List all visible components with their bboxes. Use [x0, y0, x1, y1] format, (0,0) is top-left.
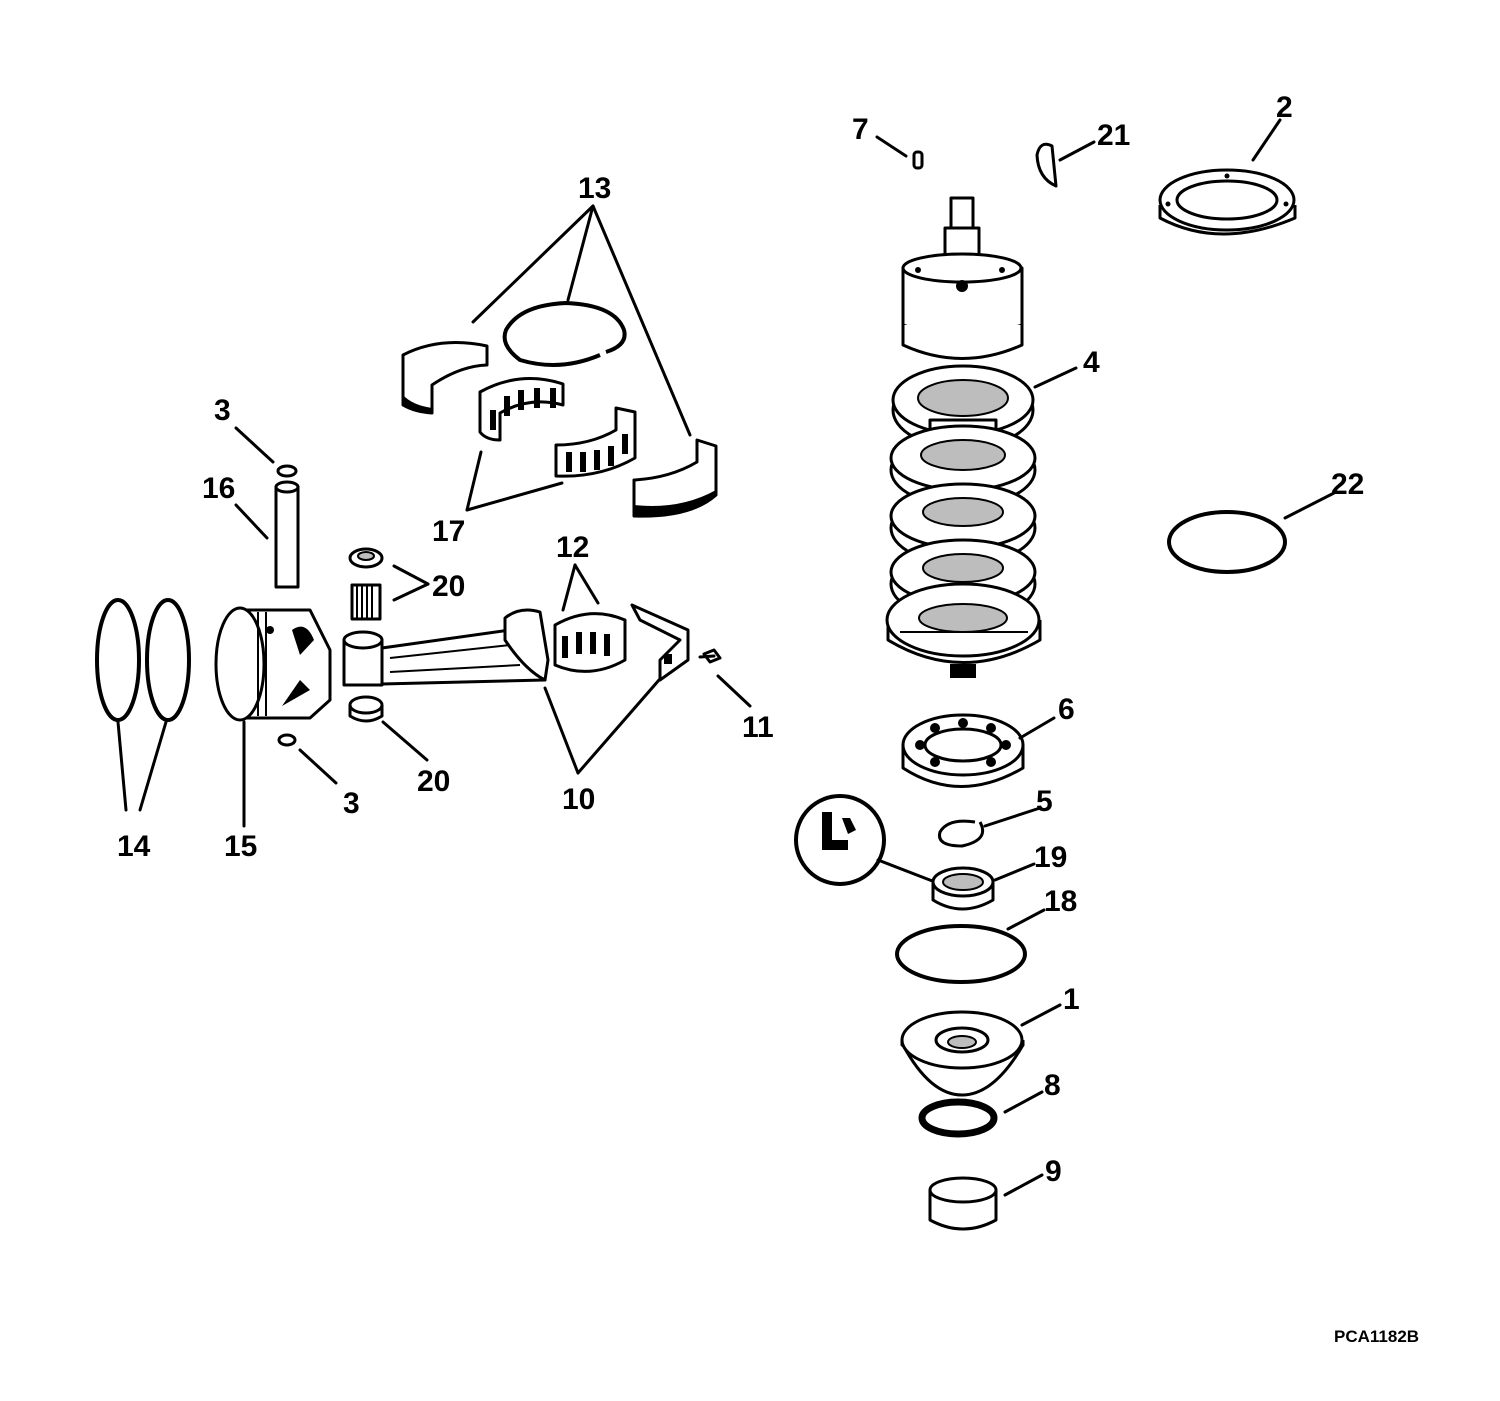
- part-11-screw: [698, 648, 722, 664]
- crankshaft: [885, 196, 1042, 678]
- part-5-retaining-ring: [937, 819, 985, 848]
- part-13-race-left: [401, 341, 489, 415]
- part-16-piston-pin: [274, 480, 300, 589]
- callout-22: 22: [1331, 468, 1364, 501]
- callout-4: 4: [1083, 346, 1100, 379]
- part-17-cage-left: [478, 377, 565, 442]
- part-17-cage-right: [554, 406, 637, 478]
- callout-12: 12: [556, 531, 589, 564]
- callout-20-bottom: 20: [417, 765, 450, 798]
- callout-1: 1: [1063, 983, 1080, 1016]
- callout-6: 6: [1058, 693, 1075, 726]
- leader-lines: [116, 118, 1336, 1197]
- part-14-ring-1: [95, 598, 141, 722]
- part-15-piston: [214, 606, 332, 722]
- part-18-o-ring: [895, 924, 1027, 984]
- drawing-code: PCA1182B: [1334, 1327, 1419, 1346]
- callout-20-top: 20: [432, 570, 465, 603]
- callout-16: 16: [202, 472, 235, 505]
- part-14-ring-2: [145, 598, 191, 722]
- part-8-seal: [918, 1098, 998, 1138]
- part-13-race-right: [632, 438, 718, 518]
- part-needle-bearing: [350, 583, 382, 621]
- part-3-clip-bottom: [277, 733, 297, 747]
- part-9-sleeve: [928, 1176, 998, 1231]
- part-10-rod-cap: [630, 603, 690, 682]
- callout-14: 14: [117, 830, 151, 863]
- part-13-ring: [502, 301, 627, 367]
- callout-17: 17: [432, 515, 465, 548]
- part-6-ball-bearing: [901, 713, 1025, 788]
- part-2-seal-ring: [1158, 168, 1297, 236]
- callout-19: 19: [1034, 841, 1067, 874]
- part-19-seal: [931, 866, 995, 911]
- callout-8: 8: [1044, 1069, 1061, 1102]
- callout-3-bottom: 3: [343, 787, 360, 820]
- detail-bubble: [794, 794, 937, 886]
- callout-2: 2: [1276, 91, 1293, 124]
- part-12-needle-cage: [553, 612, 627, 673]
- part-3-clip-top: [276, 464, 298, 478]
- part-21-key: [1035, 142, 1058, 188]
- callout-15: 15: [224, 830, 257, 863]
- callout-21: 21: [1097, 119, 1130, 152]
- callout-5: 5: [1036, 785, 1053, 818]
- callout-11: 11: [742, 711, 774, 744]
- part-22-o-ring: [1167, 510, 1287, 574]
- callouts: 2 7 21 13 4 3 22 16 17 12 20 6 11 20 10 …: [117, 91, 1419, 1346]
- crank-web-5: [885, 582, 1042, 664]
- part-20-washer-bottom: [348, 695, 384, 723]
- callout-13: 13: [578, 172, 611, 205]
- part-1-bearing-housing: [900, 1010, 1025, 1097]
- callout-3-top: 3: [214, 394, 231, 427]
- callout-7: 7: [852, 113, 869, 146]
- part-7-pin: [912, 150, 924, 170]
- part-20-washer-top: [348, 547, 384, 569]
- callout-9: 9: [1045, 1155, 1062, 1188]
- callout-10: 10: [562, 783, 595, 816]
- connecting-rod: [342, 608, 550, 687]
- callout-18: 18: [1044, 885, 1077, 918]
